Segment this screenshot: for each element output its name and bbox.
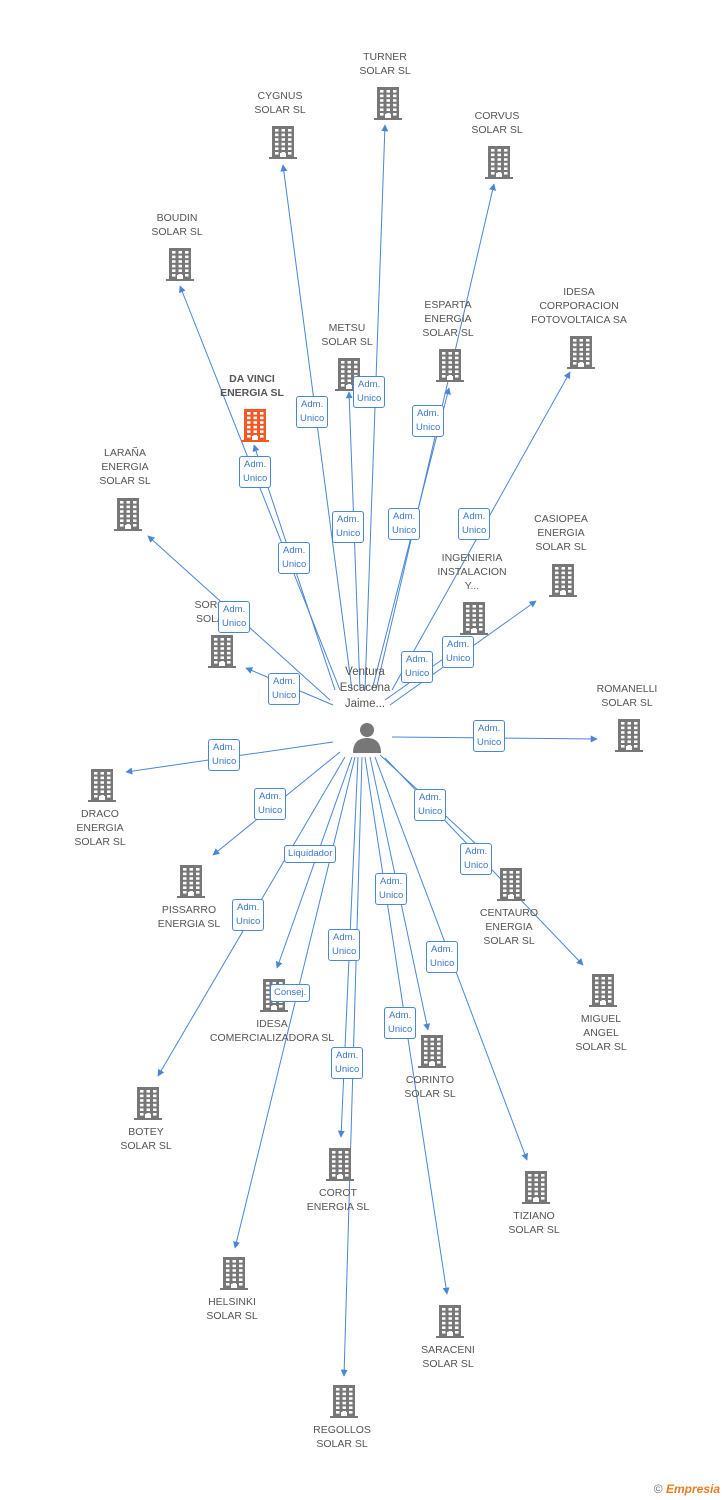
company-label-soro[interactable]: SORO SOLA [194, 599, 226, 625]
company-label-casiopea[interactable]: CASIOPEA ENERGIA SOLAR SL [534, 513, 588, 553]
building-icon[interactable] [207, 634, 237, 668]
company-label-draco[interactable]: DRACO ENERGIA SOLAR SL [74, 808, 126, 848]
company-label-centauro[interactable]: CENTAURO ENERGIA SOLAR SL [479, 907, 539, 947]
building-icon[interactable] [373, 86, 403, 120]
relation-label[interactable]: Adm. Unico [375, 873, 408, 905]
relation-label[interactable]: Adm. Unico [218, 601, 251, 633]
company-label-davinci[interactable]: DA VINCI ENERGIA SL [220, 373, 284, 399]
relation-label[interactable]: Adm. Unico [473, 720, 506, 752]
relation-label[interactable]: Adm. Unico [401, 651, 434, 683]
company-label-ingenieria[interactable]: INGENIERIA INSTALACION Y... [437, 552, 507, 592]
company-label-boudin[interactable]: BOUDIN SOLAR SL [151, 212, 203, 238]
building-icon[interactable] [548, 563, 578, 597]
relation-label[interactable]: Liquidador [284, 845, 337, 863]
relation-label[interactable]: Adm. Unico [278, 542, 311, 574]
building-icon[interactable] [435, 348, 465, 382]
company-label-idesa-com[interactable]: IDESA COMERCIALIZADORA SL [209, 1018, 335, 1044]
copyright-symbol: © [653, 1482, 663, 1496]
relation-label[interactable]: Adm. Unico [426, 941, 459, 973]
relation-label[interactable]: Adm. Unico [239, 456, 272, 488]
person-icon[interactable] [350, 720, 384, 754]
building-icon[interactable] [496, 867, 526, 901]
company-label-pissarro[interactable]: PISSARRO ENERGIA SL [157, 904, 221, 930]
company-label-corvus[interactable]: CORVUS SOLAR SL [471, 110, 523, 136]
building-icon[interactable] [268, 125, 298, 159]
company-label-larana[interactable]: LARAÑA ENERGIA SOLAR SL [99, 447, 151, 487]
company-label-turner[interactable]: TURNER SOLAR SL [359, 51, 411, 77]
company-label-helsinki[interactable]: HELSINKI SOLAR SL [206, 1296, 258, 1322]
building-icon[interactable] [325, 1147, 355, 1181]
building-icon[interactable] [459, 601, 489, 635]
building-icon[interactable] [165, 247, 195, 281]
company-label-corinto[interactable]: CORINTO SOLAR SL [404, 1074, 456, 1100]
relation-label[interactable]: Adm. Unico [332, 511, 365, 543]
connection-line [233, 756, 356, 1249]
relation-label[interactable]: Adm. Unico [331, 1047, 364, 1079]
relation-label[interactable]: Consej. [270, 984, 311, 1002]
person-name[interactable]: Ventura Escacena Jaime... [339, 666, 391, 710]
footer-credit: © Empresia [654, 1482, 720, 1496]
building-icon[interactable] [566, 335, 596, 369]
building-icon[interactable] [329, 1384, 359, 1418]
company-label-esparta[interactable]: ESPARTA ENERGIA SOLAR SL [422, 299, 474, 339]
connection-line [375, 183, 496, 691]
relation-label[interactable]: Adm. Unico [232, 899, 265, 931]
building-icon[interactable] [240, 408, 270, 442]
relation-label[interactable]: Adm. Unico [208, 739, 241, 771]
company-label-tiziano[interactable]: TIZIANO SOLAR SL [508, 1210, 560, 1236]
relation-label[interactable]: Adm. Unico [254, 788, 287, 820]
relation-label[interactable]: Adm. Unico [353, 376, 386, 408]
building-icon[interactable] [87, 768, 117, 802]
company-label-metsu[interactable]: METSU SOLAR SL [321, 322, 373, 348]
building-icon[interactable] [484, 145, 514, 179]
building-icon[interactable] [614, 718, 644, 752]
relation-label[interactable]: Adm. Unico [442, 636, 475, 668]
relation-label[interactable]: Adm. Unico [296, 396, 329, 428]
relation-label[interactable]: Adm. Unico [414, 789, 447, 821]
relation-label[interactable]: Adm. Unico [388, 508, 421, 540]
company-label-idesa-corp[interactable]: IDESA CORPORACION FOTOVOLTAICA SA [531, 286, 627, 326]
building-icon[interactable] [219, 1256, 249, 1290]
relation-label[interactable]: Adm. Unico [458, 508, 491, 540]
company-label-botey[interactable]: BOTEY SOLAR SL [120, 1126, 172, 1152]
company-label-miguel[interactable]: MIGUEL ANGEL SOLAR SL [575, 1013, 627, 1053]
relation-label[interactable]: Adm. Unico [460, 843, 493, 875]
company-label-corot[interactable]: COROT ENERGIA SL [306, 1187, 370, 1213]
relation-label[interactable]: Adm. Unico [384, 1007, 417, 1039]
company-label-saraceni[interactable]: SARACENI SOLAR SL [421, 1344, 475, 1370]
building-icon[interactable] [176, 864, 206, 898]
building-icon[interactable] [133, 1086, 163, 1120]
company-label-cygnus[interactable]: CYGNUS SOLAR SL [254, 90, 306, 116]
connection-line [179, 285, 341, 691]
brand-logo[interactable]: Empresia [665, 1482, 720, 1496]
company-label-regollos[interactable]: REGOLLOS SOLAR SL [313, 1424, 371, 1450]
building-icon[interactable] [435, 1304, 465, 1338]
building-icon[interactable] [417, 1034, 447, 1068]
building-icon[interactable] [113, 497, 143, 531]
relation-label[interactable]: Adm. Unico [412, 405, 445, 437]
building-icon[interactable] [521, 1170, 551, 1204]
relation-label[interactable]: Adm. Unico [328, 929, 361, 961]
building-icon[interactable] [588, 973, 618, 1007]
company-label-romanelli[interactable]: ROMANELLI SOLAR SL [596, 683, 658, 709]
relation-label[interactable]: Adm. Unico [268, 673, 301, 705]
